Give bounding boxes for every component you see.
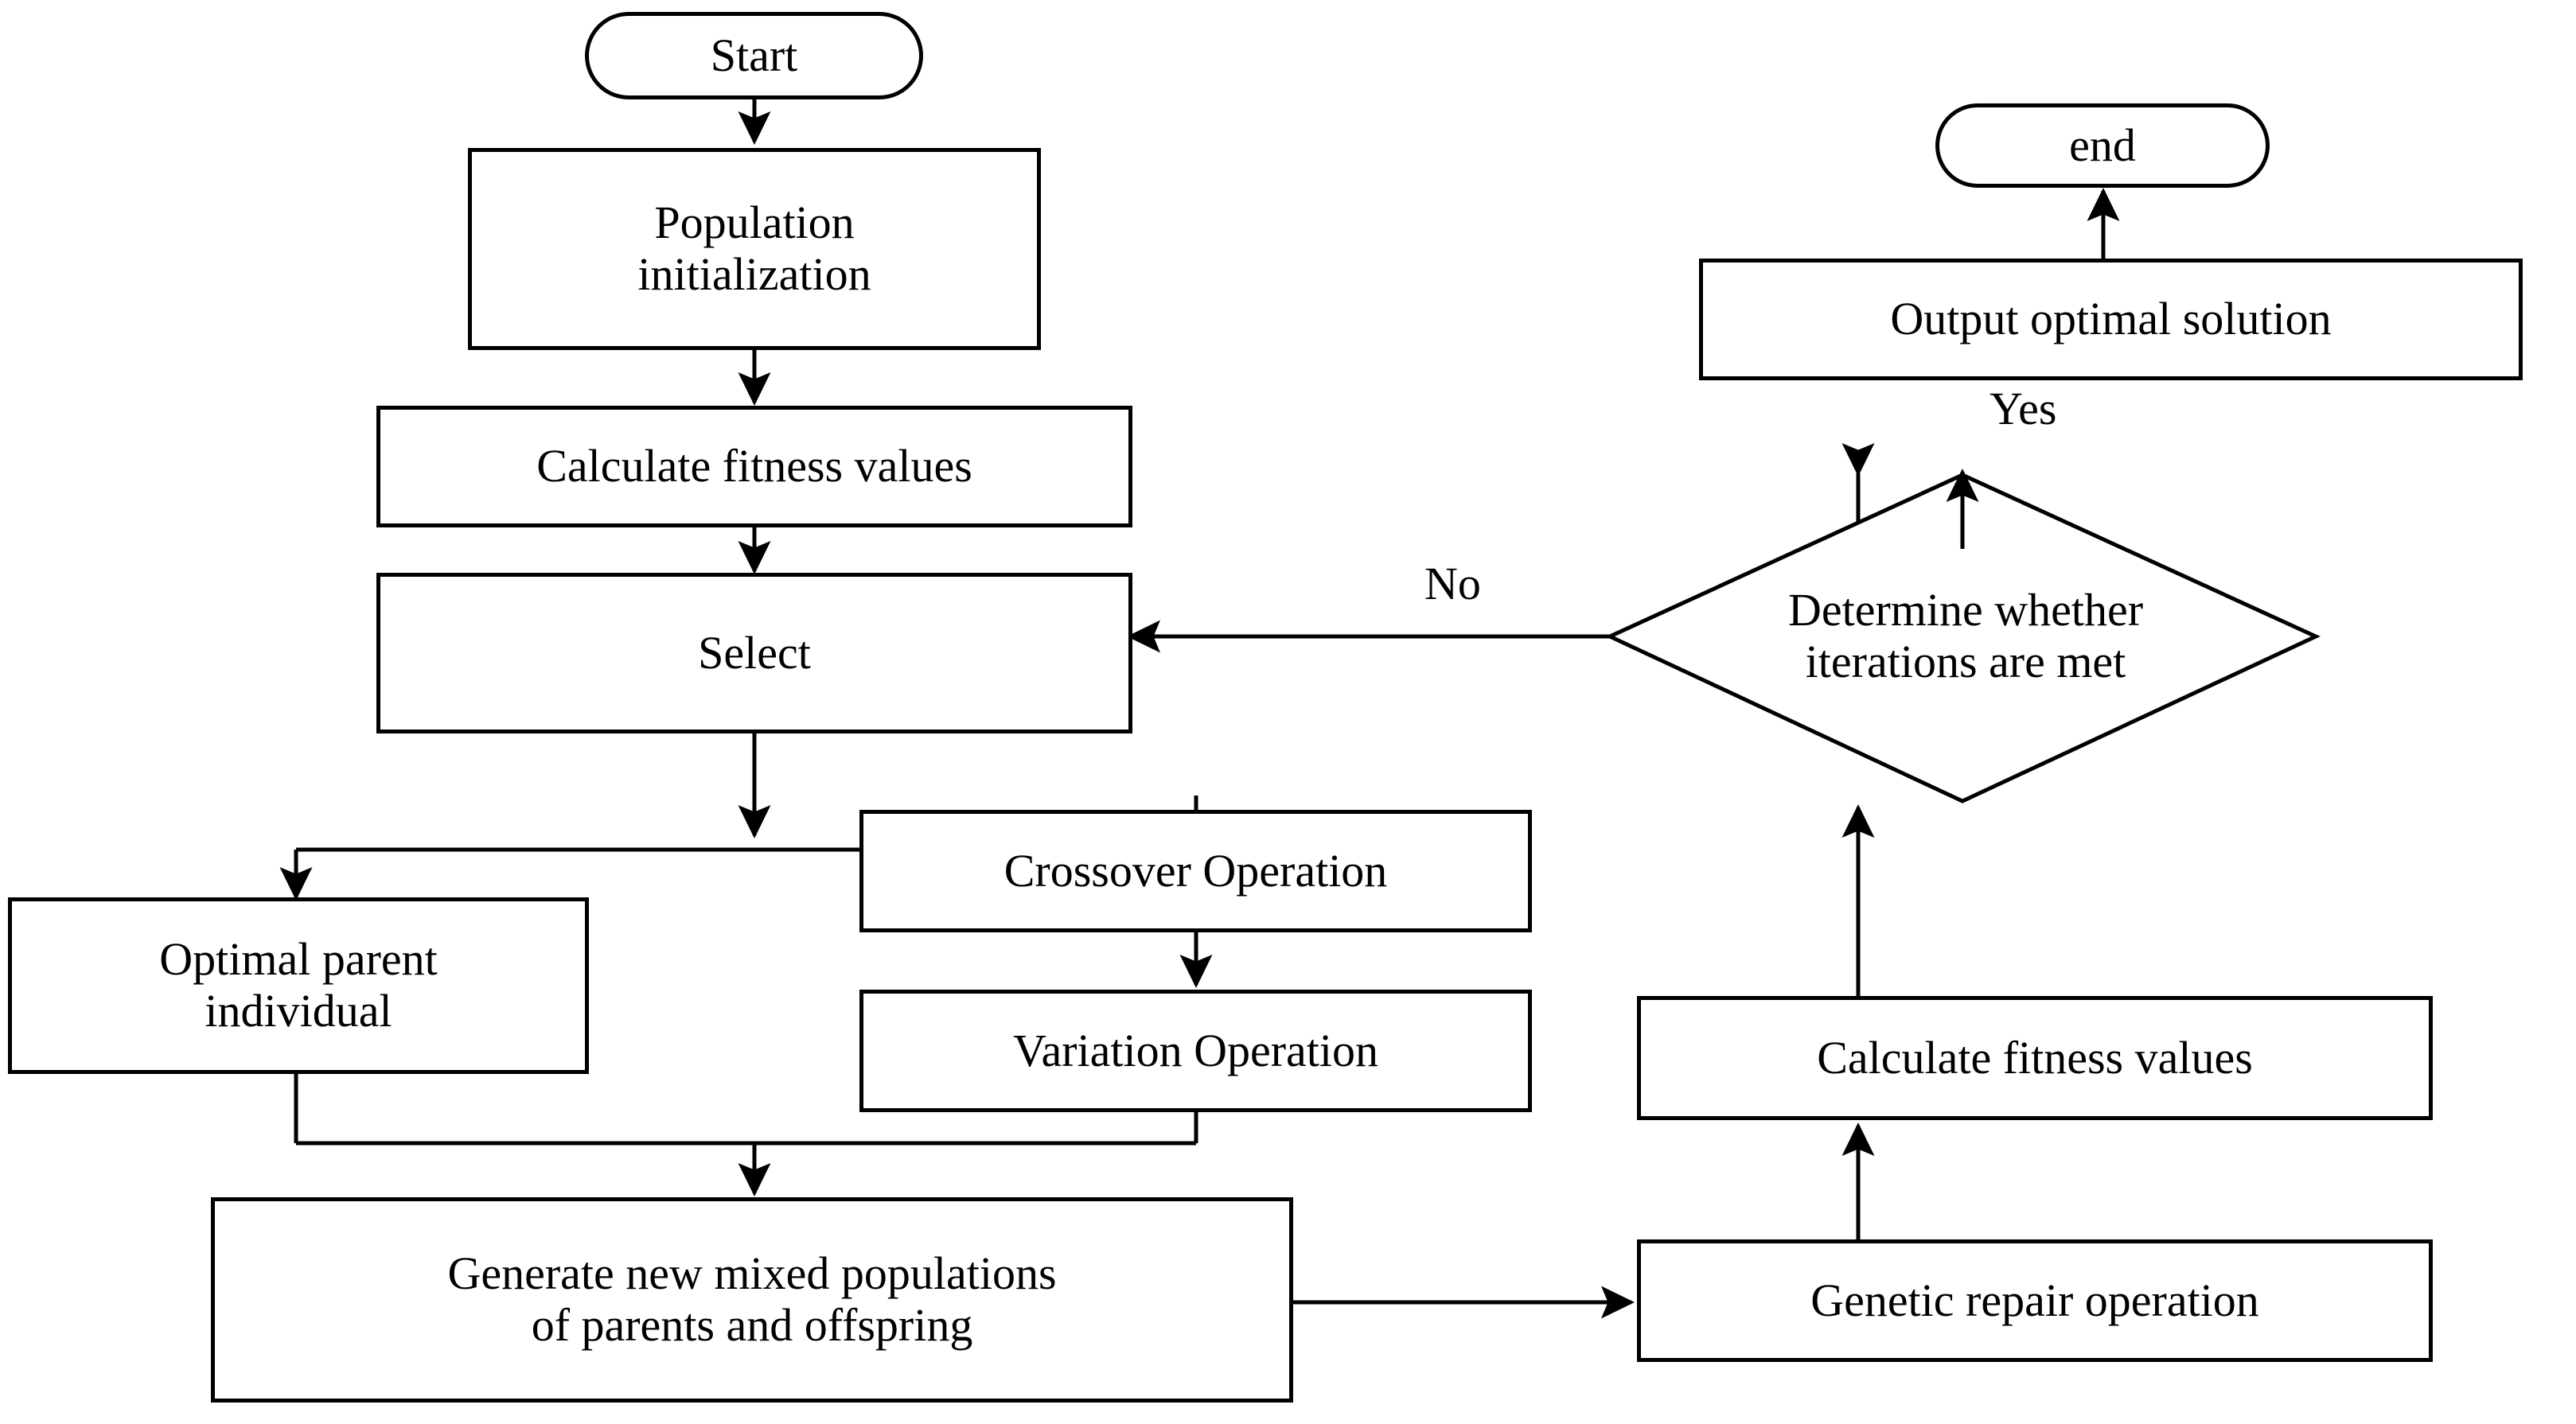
node-decision-label[interactable]: Determine whether iterations are met — [1663, 557, 2268, 716]
node-generate-line1: Generate new mixed populations — [447, 1247, 1057, 1300]
node-generate-new-mixed-populations[interactable]: Generate new mixed populations of parent… — [211, 1197, 1293, 1403]
node-variation-operation[interactable]: Variation Operation — [859, 990, 1532, 1112]
node-calculate-fitness-values-2[interactable]: Calculate fitness values — [1637, 996, 2433, 1120]
node-crossover-operation[interactable]: Crossover Operation — [859, 810, 1532, 932]
node-optimal-line2: individual — [205, 985, 392, 1037]
node-population-line2: initialization — [637, 248, 871, 300]
node-decision-line1: Determine whether — [1787, 584, 2144, 636]
edge-label-yes-text: Yes — [1989, 383, 2057, 434]
edge-label-no-text: No — [1424, 558, 1481, 609]
node-output-label: Output optimal solution — [1890, 293, 2332, 345]
node-generate-line2: of parents and offspring — [531, 1299, 973, 1351]
edge-label-yes: Yes — [1989, 382, 2056, 435]
node-end[interactable]: end — [1935, 103, 2270, 188]
node-end-label: end — [2069, 119, 2136, 171]
node-output-optimal-solution[interactable]: Output optimal solution — [1699, 259, 2523, 380]
decision-diamond-shape — [1605, 473, 2321, 803]
node-calcfit1-label: Calculate fitness values — [536, 440, 972, 492]
node-optimal-line1: Optimal parent — [159, 933, 438, 986]
node-population-initialization[interactable]: Population initialization — [468, 148, 1041, 350]
node-population-line1: Population — [654, 196, 855, 249]
node-select-label: Select — [698, 626, 811, 679]
node-start[interactable]: Start — [585, 12, 923, 99]
node-optimal-parent-individual[interactable]: Optimal parent individual — [8, 897, 589, 1074]
node-crossover-label: Crossover Operation — [1004, 844, 1388, 897]
node-repair-label: Genetic repair operation — [1810, 1274, 2259, 1326]
edge-label-no: No — [1424, 557, 1481, 610]
node-calcfit2-label: Calculate fitness values — [1817, 1031, 2253, 1084]
node-genetic-repair-operation[interactable]: Genetic repair operation — [1637, 1239, 2433, 1362]
node-variation-label: Variation Operation — [1012, 1024, 1378, 1076]
node-decision-line2: iterations are met — [1805, 636, 2126, 687]
node-start-label: Start — [710, 29, 798, 81]
node-select[interactable]: Select — [376, 573, 1132, 733]
node-calculate-fitness-values-1[interactable]: Calculate fitness values — [376, 406, 1132, 527]
